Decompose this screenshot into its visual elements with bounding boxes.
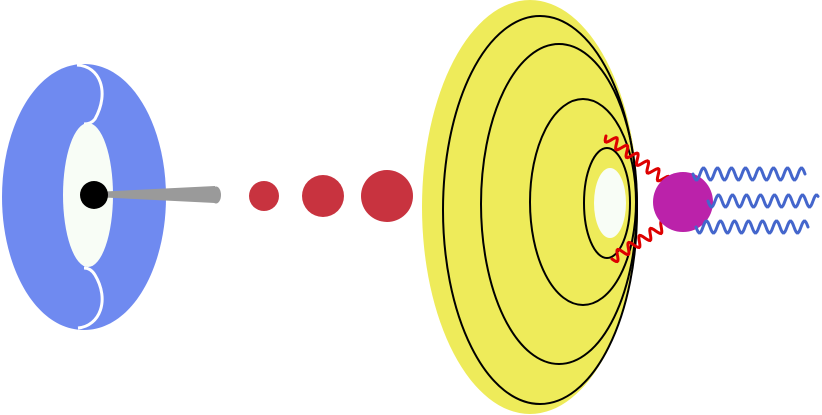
blue-wave-group <box>691 166 820 235</box>
droplet-group <box>249 170 413 222</box>
funnel-core <box>594 168 626 238</box>
funnel-ring-2 <box>480 43 638 365</box>
concentric-ellipses-icon <box>422 0 638 414</box>
red-wave-upper <box>603 134 681 191</box>
funnel-ring-3 <box>529 98 637 306</box>
blue-wave-middle <box>706 193 820 209</box>
droplet-medium <box>302 175 344 217</box>
central-dot <box>80 181 108 209</box>
funnel-ring-4 <box>583 147 631 259</box>
beam-cone-icon <box>94 186 215 203</box>
droplet-large <box>361 170 413 222</box>
sphere-icon <box>653 172 713 232</box>
blue-wave-top <box>691 166 807 182</box>
blue-wave-bottom <box>694 219 810 235</box>
beam-end-cap <box>211 186 221 204</box>
droplet-small <box>249 181 279 211</box>
